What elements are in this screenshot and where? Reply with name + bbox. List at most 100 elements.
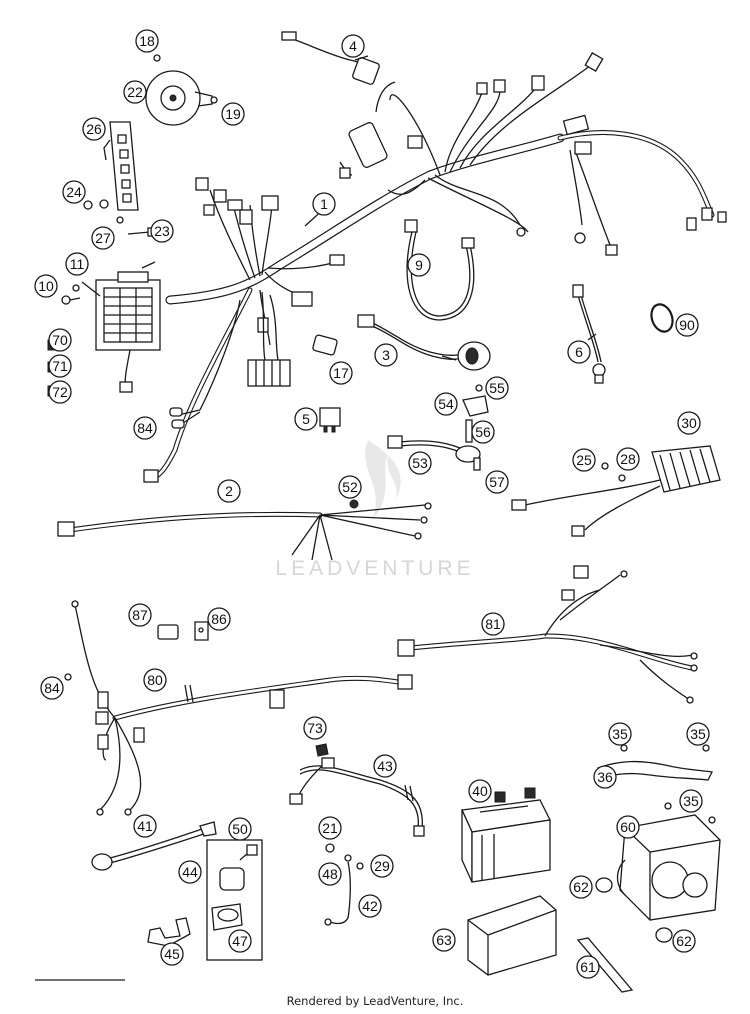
svg-text:90: 90 <box>679 317 695 333</box>
part-36-strap <box>597 744 716 824</box>
svg-text:24: 24 <box>66 184 82 200</box>
watermark-text: LEADVENTURE <box>275 557 474 580</box>
callout-73: 73 <box>303 716 327 740</box>
callout-52: 52 <box>338 475 362 499</box>
svg-text:35: 35 <box>683 793 699 809</box>
svg-text:11: 11 <box>70 256 85 272</box>
svg-text:43: 43 <box>377 758 393 774</box>
svg-text:3: 3 <box>382 347 390 363</box>
svg-text:42: 42 <box>362 898 378 914</box>
callout-36: 36 <box>593 765 617 789</box>
svg-text:45: 45 <box>164 946 180 962</box>
svg-text:72: 72 <box>52 384 68 400</box>
svg-text:2: 2 <box>225 483 233 499</box>
svg-text:61: 61 <box>580 959 596 975</box>
svg-text:44: 44 <box>182 864 198 880</box>
callout-57: 57 <box>485 470 509 494</box>
callout-19: 19 <box>221 102 245 126</box>
svg-text:40: 40 <box>472 783 488 799</box>
footer-credit: Rendered by LeadVenture, Inc. <box>286 994 464 1008</box>
callout-35c: 35 <box>679 789 703 813</box>
callout-63: 63 <box>432 928 456 952</box>
parts-87-86-relay <box>157 621 209 641</box>
svg-text:23: 23 <box>154 223 170 239</box>
svg-text:25: 25 <box>576 452 592 468</box>
part-4-harness-switch <box>281 31 380 85</box>
horn <box>145 54 218 126</box>
svg-text:62: 62 <box>676 933 692 949</box>
callout-27: 27 <box>91 226 115 250</box>
horn-bracket <box>83 121 155 237</box>
svg-text:80: 80 <box>147 672 163 688</box>
part-30-regulator <box>511 445 721 537</box>
svg-text:41: 41 <box>137 818 153 834</box>
callout-71: 71 <box>48 354 72 378</box>
svg-text:86: 86 <box>211 611 227 627</box>
svg-text:27: 27 <box>95 230 111 246</box>
callout-81: 81 <box>481 612 505 636</box>
callout-9: 9 <box>407 253 431 277</box>
svg-text:50: 50 <box>232 821 248 837</box>
part-80-harness <box>64 600 413 816</box>
svg-text:84: 84 <box>137 420 153 436</box>
parts-44-47-50-starter-relay <box>206 839 263 961</box>
callout-80: 80 <box>143 668 167 692</box>
callout-26: 26 <box>82 117 106 141</box>
svg-text:30: 30 <box>681 415 697 431</box>
callout-54: 54 <box>434 392 458 416</box>
part-6-switch <box>572 284 606 384</box>
callout-44: 44 <box>178 860 202 884</box>
svg-text:62: 62 <box>573 879 589 895</box>
callout-17: 17 <box>329 361 353 385</box>
svg-text:47: 47 <box>232 933 248 949</box>
svg-text:26: 26 <box>86 121 102 137</box>
callout-2: 2 <box>217 479 241 503</box>
svg-text:55: 55 <box>489 380 505 396</box>
svg-text:22: 22 <box>127 84 143 100</box>
svg-text:29: 29 <box>374 858 390 874</box>
svg-text:60: 60 <box>620 819 636 835</box>
callout-87: 87 <box>128 603 152 627</box>
svg-text:35: 35 <box>612 726 628 742</box>
svg-text:21: 21 <box>322 820 338 836</box>
callout-21: 21 <box>318 816 342 840</box>
svg-text:87: 87 <box>132 607 148 623</box>
svg-text:4: 4 <box>349 38 357 54</box>
parts-17-5-relays <box>312 334 341 433</box>
main-wiring-harness <box>95 52 727 483</box>
svg-text:84: 84 <box>44 680 60 696</box>
callout-62b: 62 <box>672 929 696 953</box>
callout-90: 90 <box>675 313 699 337</box>
callout-22: 22 <box>123 80 147 104</box>
callout-23: 23 <box>150 219 174 243</box>
callout-84a: 84 <box>133 416 157 440</box>
callout-48: 48 <box>318 862 342 886</box>
part-43-harness <box>289 743 425 837</box>
svg-text:35: 35 <box>690 726 706 742</box>
svg-text:53: 53 <box>412 455 428 471</box>
svg-text:10: 10 <box>38 278 54 294</box>
parts-42-48-21-29-ground <box>324 843 364 926</box>
svg-text:48: 48 <box>322 866 338 882</box>
callout-41: 41 <box>133 814 157 838</box>
svg-text:19: 19 <box>225 106 241 122</box>
callout-42: 42 <box>358 894 382 918</box>
callout-5: 5 <box>294 407 318 431</box>
callout-18: 18 <box>135 29 159 53</box>
callout-72: 72 <box>48 380 72 404</box>
callout-47: 47 <box>228 929 252 953</box>
callout-1: 1 <box>312 192 336 216</box>
svg-text:57: 57 <box>489 474 505 490</box>
callout-43: 43 <box>373 754 397 778</box>
part-81-harness <box>397 565 698 704</box>
svg-text:17: 17 <box>333 365 349 381</box>
callout-56: 56 <box>471 420 495 444</box>
part-45-bracket <box>147 917 191 947</box>
callout-3: 3 <box>374 343 398 367</box>
callout-61: 61 <box>576 955 600 979</box>
svg-text:56: 56 <box>475 424 491 440</box>
parts-53-57-sensor-set <box>387 384 489 471</box>
svg-text:18: 18 <box>139 33 155 49</box>
callout-25: 25 <box>572 448 596 472</box>
